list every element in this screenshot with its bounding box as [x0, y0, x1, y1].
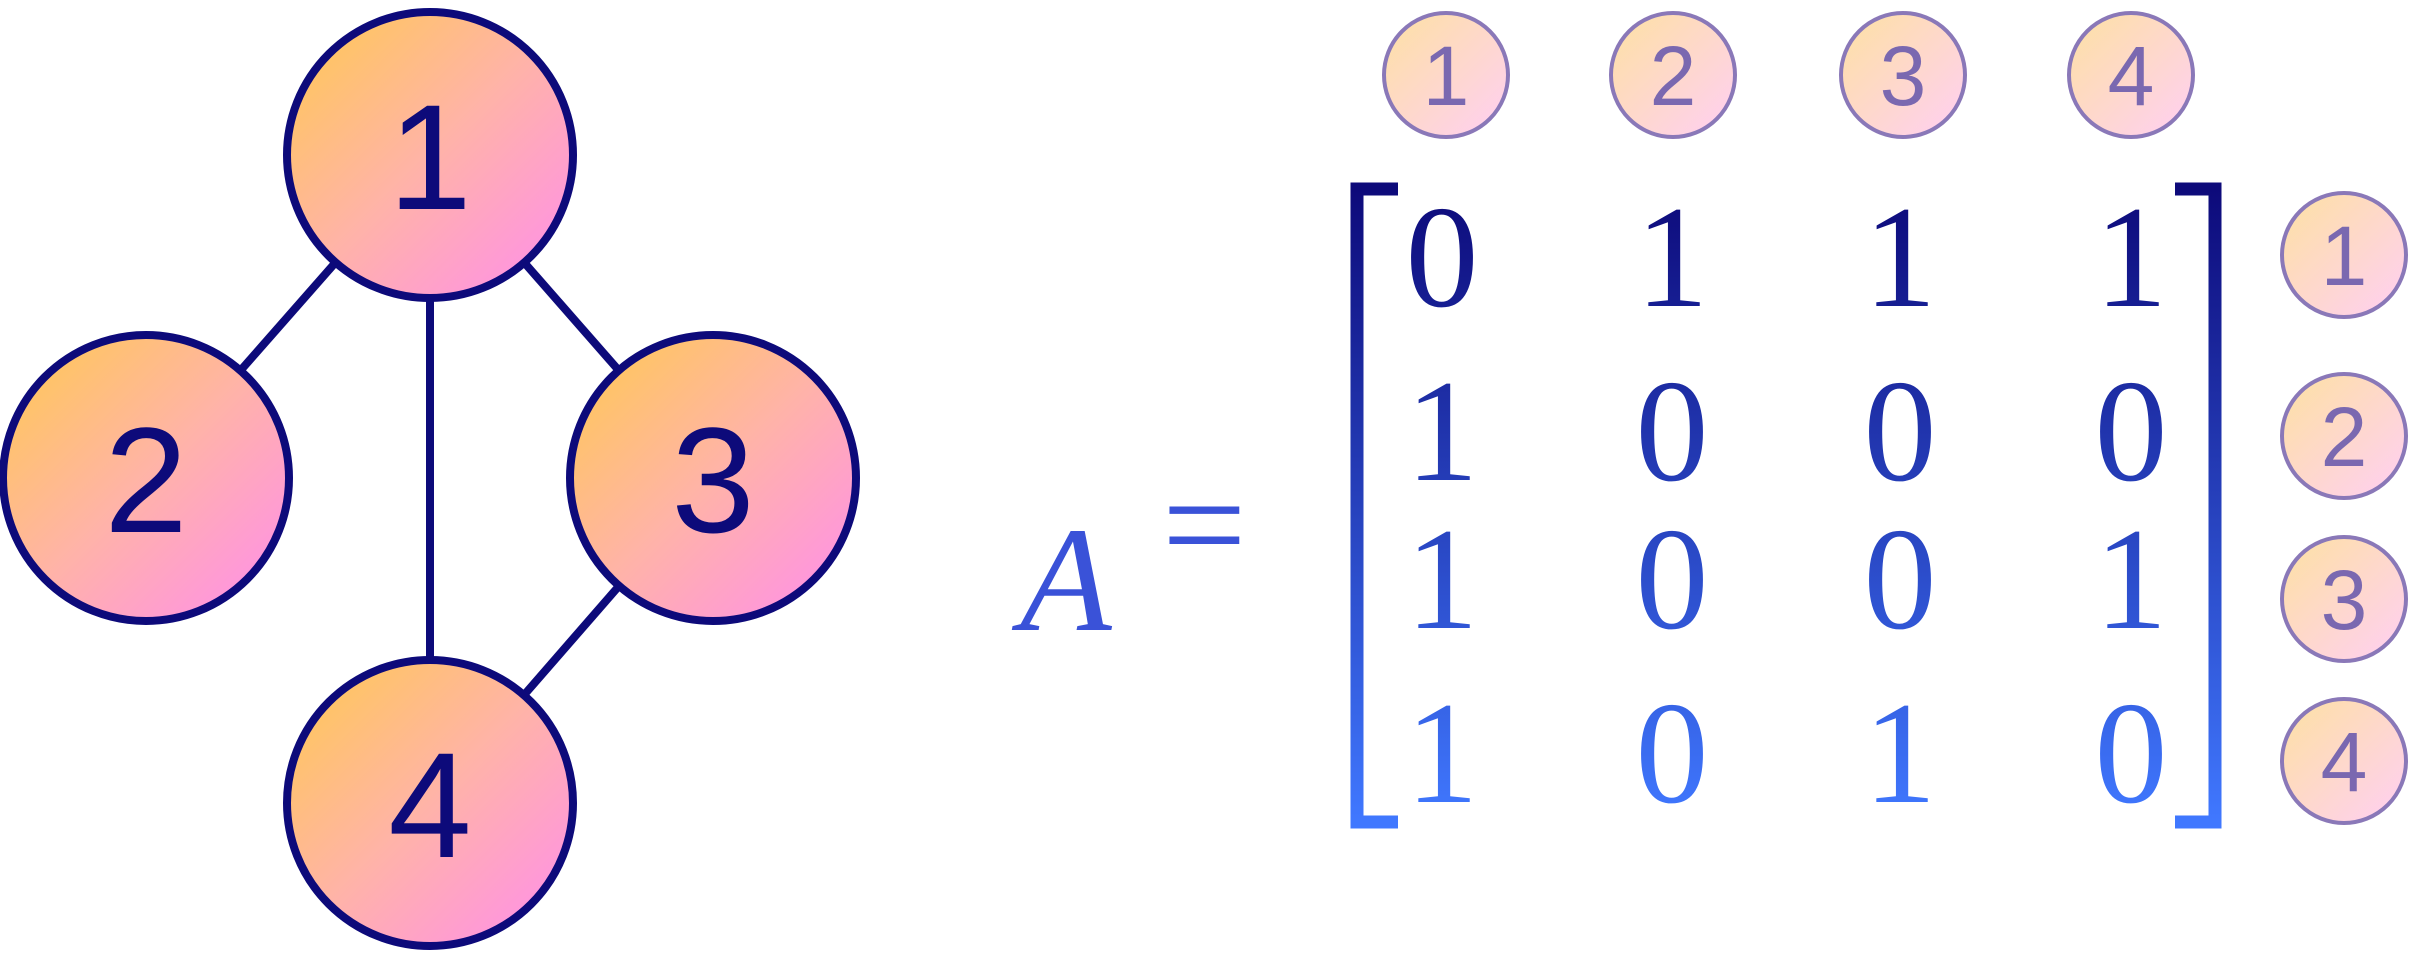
- node-circle: [566, 331, 860, 625]
- graph-node-1: 1: [283, 8, 577, 302]
- matrix-cell-r2-c4: 0: [2095, 350, 2168, 512]
- matrix-cell-r2-c1: 1: [1406, 350, 1479, 512]
- row-label-4: 4: [2280, 697, 2408, 825]
- column-label-4: 4: [2067, 11, 2195, 139]
- node-label: 3: [671, 396, 754, 564]
- row-label-text: 1: [2321, 209, 2368, 303]
- column-labels: 1 2 3 4: [1382, 11, 2195, 139]
- matrix-cell-r2-c3: 0: [1864, 350, 1937, 512]
- column-label-3: 3: [1839, 11, 1967, 139]
- graph-nodes: 1 2 3 4: [0, 8, 860, 950]
- node-label: 1: [388, 73, 471, 241]
- column-label-text: 1: [1423, 29, 1470, 123]
- matrix-cell-r1-c3: 1: [1864, 176, 1937, 338]
- node-circle: [283, 8, 577, 302]
- graph-node-3: 3: [566, 331, 860, 625]
- column-label-text: 3: [1880, 29, 1927, 123]
- row-label-text: 2: [2321, 390, 2368, 484]
- graph-node-2: 2: [0, 331, 293, 625]
- left-bracket: [1350, 182, 1398, 829]
- graph-node-4: 4: [283, 656, 577, 950]
- matrix-cell-r4-c3: 1: [1864, 672, 1937, 834]
- right-bracket: [2175, 182, 2222, 829]
- node-label: 4: [388, 721, 471, 889]
- column-label-text: 4: [2108, 29, 2155, 123]
- matrix-cell-r1-c4: 1: [2095, 176, 2168, 338]
- matrix-name: A: [1011, 497, 1113, 663]
- matrix-cell-r1-c2: 1: [1636, 176, 1709, 338]
- matrix-cell-r2-c2: 0: [1636, 350, 1709, 512]
- column-label-2: 2: [1609, 11, 1737, 139]
- node-label: 2: [104, 396, 187, 564]
- row-label-2: 2: [2280, 372, 2408, 500]
- matrix-cell-r3-c1: 1: [1406, 498, 1479, 660]
- equals-sign: =: [1162, 442, 1247, 608]
- node-circle: [0, 331, 293, 625]
- row-label-1: 1: [2280, 191, 2408, 319]
- matrix-cell-r4-c2: 0: [1636, 672, 1709, 834]
- matrix-cell-r3-c2: 0: [1636, 498, 1709, 660]
- row-label-text: 3: [2321, 553, 2368, 647]
- row-label-3: 3: [2280, 535, 2408, 663]
- matrix-cell-r3-c3: 0: [1864, 498, 1937, 660]
- matrix-cell-r4-c1: 1: [1406, 672, 1479, 834]
- matrix-cell-r1-c1: 0: [1406, 176, 1479, 338]
- matrix-cell-r3-c4: 1: [2095, 498, 2168, 660]
- matrix-cell-r4-c4: 0: [2095, 672, 2168, 834]
- column-label-1: 1: [1382, 11, 1510, 139]
- row-labels: 1 2 3 4: [2280, 191, 2408, 825]
- row-label-text: 4: [2321, 715, 2368, 809]
- column-label-text: 2: [1650, 29, 1697, 123]
- node-circle: [283, 656, 577, 950]
